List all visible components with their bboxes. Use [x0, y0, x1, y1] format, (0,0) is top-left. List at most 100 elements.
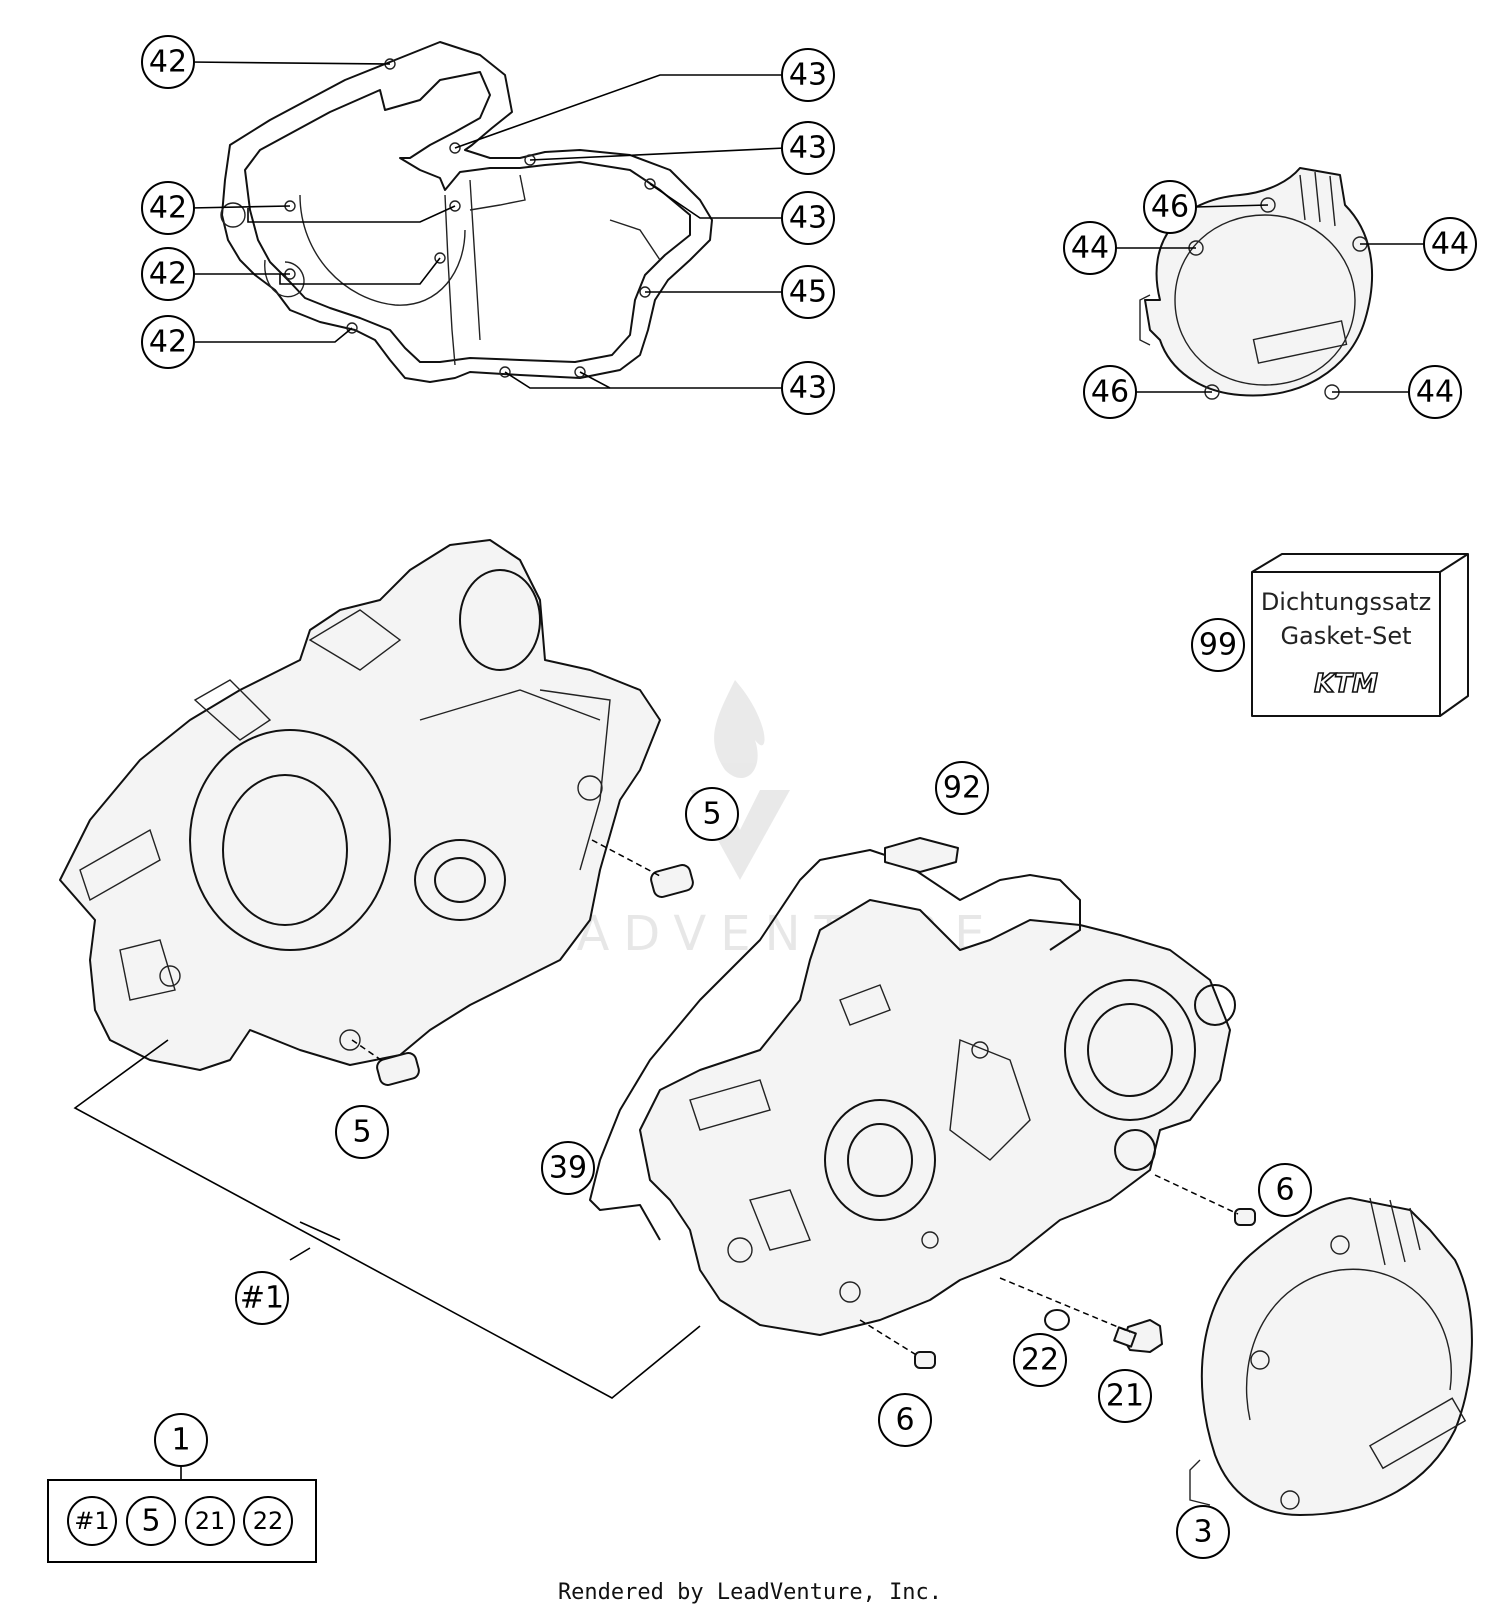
- kit-item-number: 5: [141, 1504, 160, 1539]
- callout-number: 5: [352, 1115, 371, 1150]
- callout-c42d: 42: [141, 315, 195, 369]
- callout-circle: [335, 1105, 389, 1159]
- callout-c5b: 5: [335, 1105, 389, 1159]
- callout-number: 39: [549, 1151, 587, 1186]
- callout-circle: [781, 48, 835, 102]
- callout-circle: [235, 1271, 289, 1325]
- callout-circle: [154, 1413, 208, 1467]
- callout-number: 46: [1151, 190, 1189, 225]
- gasket-set-box: Dichtungssatz Gasket-Set KTM: [1251, 553, 1469, 717]
- callout-c46b: 46: [1083, 365, 1137, 419]
- plug-screw-21: [1113, 1319, 1163, 1353]
- ktm-logo: KTM: [1314, 669, 1378, 699]
- crankcase-gasket-outline: [220, 41, 713, 383]
- ignition-cover-large: [1189, 1197, 1473, 1516]
- callout-c92: 92: [935, 761, 989, 815]
- callout-number: 44: [1071, 231, 1109, 266]
- callout-number: 5: [702, 797, 721, 832]
- callout-circle: [1191, 618, 1245, 672]
- callout-circle: [141, 247, 195, 301]
- kit-item-number: 22: [253, 1507, 284, 1535]
- callout-circle: [1098, 1369, 1152, 1423]
- callout-circle: [1408, 365, 1462, 419]
- callout-circle: [141, 35, 195, 89]
- callout-number: 99: [1199, 628, 1237, 663]
- sealing-pad-92: [884, 837, 959, 873]
- left-crankcase-half: [59, 539, 661, 1071]
- callout-number: 1: [171, 1423, 190, 1458]
- callout-c44c: 44: [1408, 365, 1462, 419]
- seal-ring-22: [1044, 1309, 1070, 1331]
- callout-circle: [781, 191, 835, 245]
- callout-c43d: 43: [781, 361, 835, 415]
- callout-c42a: 42: [141, 35, 195, 89]
- callout-circle: [141, 315, 195, 369]
- callout-c44b: 44: [1423, 217, 1477, 271]
- callout-c44a: 44: [1063, 221, 1117, 275]
- callout-number: 45: [789, 275, 827, 310]
- callout-c21: 21: [1098, 1369, 1152, 1423]
- callout-number: 6: [895, 1403, 914, 1438]
- callout-c42c: 42: [141, 247, 195, 301]
- gasket-set-label-de: Dichtungssatz: [1261, 588, 1431, 616]
- callout-circle: [781, 121, 835, 175]
- callout-number: 43: [789, 58, 827, 93]
- callout-c39: 39: [541, 1141, 595, 1195]
- callout-circle: [541, 1141, 595, 1195]
- callout-number: 42: [149, 191, 187, 226]
- callout-number: 92: [943, 771, 981, 806]
- callout-c43c: 43: [781, 191, 835, 245]
- callout-c43b: 43: [781, 121, 835, 175]
- callout-circle: [1176, 1505, 1230, 1559]
- callout-c45: 45: [781, 265, 835, 319]
- kit-item-circle: [126, 1496, 176, 1546]
- callout-circle: [1063, 221, 1117, 275]
- callout-circle: [781, 265, 835, 319]
- callout-number: #1: [240, 1281, 284, 1316]
- dowel-sleeve-upper: [650, 864, 694, 898]
- callout-number: 44: [1416, 375, 1454, 410]
- callout-number: 22: [1021, 1343, 1059, 1378]
- callout-chash1: #1: [235, 1271, 289, 1325]
- callout-circle: [1423, 217, 1477, 271]
- callout-c1: 1: [154, 1413, 208, 1467]
- callout-number: 6: [1275, 1173, 1294, 1208]
- callout-circle: [1013, 1333, 1067, 1387]
- callout-number: 42: [149, 45, 187, 80]
- gasket-leaders: [189, 61, 786, 389]
- kit-item: 22: [243, 1496, 293, 1546]
- callout-c43a: 43: [781, 48, 835, 102]
- callout-circle: [781, 361, 835, 415]
- callout-circle: [878, 1393, 932, 1447]
- callout-circle: [1258, 1163, 1312, 1217]
- callout-number: 21: [1106, 1379, 1144, 1414]
- callout-number: 43: [789, 131, 827, 166]
- callout-circle: [1083, 365, 1137, 419]
- dowel-sleeve-lower: [376, 1052, 420, 1086]
- ignition-cover-small: [1139, 167, 1374, 400]
- callout-c46a: 46: [1143, 180, 1197, 234]
- kit-item-number: 21: [195, 1507, 226, 1535]
- dowel-pin-lower-right: [914, 1351, 936, 1369]
- kit-item-circle: [243, 1496, 293, 1546]
- kit-item: 5: [126, 1496, 176, 1546]
- callout-layer: 42 42 42 42 43 43 43 45 43 46 44 44 46 44 99 92 5 5 39 6 6 #1…: [67, 35, 1477, 1559]
- callout-circle: [935, 761, 989, 815]
- callout-c42b: 42: [141, 181, 195, 235]
- kit-item: #1: [67, 1496, 117, 1546]
- callout-c22: 22: [1013, 1333, 1067, 1387]
- ignition-cover-small-leaders: [1115, 204, 1425, 393]
- kit-item-number: #1: [74, 1507, 109, 1535]
- callout-number: 44: [1431, 227, 1469, 262]
- kit-bracket: [73, 1039, 701, 1399]
- callout-number: 43: [789, 201, 827, 236]
- callout-c6b: 6: [878, 1393, 932, 1447]
- kit-item-circle: [185, 1496, 235, 1546]
- callout-c99: 99: [1191, 618, 1245, 672]
- right-crankcase-half: [639, 899, 1236, 1336]
- callout-c6a: 6: [1258, 1163, 1312, 1217]
- dowel-pin-upper-right: [1234, 1208, 1256, 1226]
- gasket-set-label-en: Gasket-Set: [1280, 622, 1411, 650]
- callout-number: 3: [1193, 1515, 1212, 1550]
